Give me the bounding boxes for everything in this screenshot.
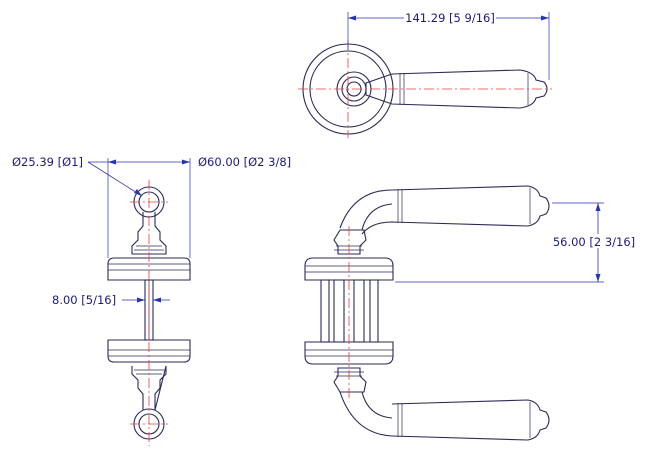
lower-neck [333, 367, 367, 393]
upper-lever-arm-inner [361, 203, 393, 231]
dimension-thickness: 8.00 [5/16] [52, 293, 170, 307]
lower-lever-arm-outer [339, 391, 393, 437]
top-view [298, 40, 552, 138]
dimension-label-height: 56.00 [2 3/16] [553, 235, 635, 249]
dimension-height: 56.00 [2 3/16] [395, 202, 635, 283]
dimension-label-small-diameter: Ø25.39 [Ø1] [12, 155, 83, 169]
dimension-label-thickness: 8.00 [5/16] [52, 293, 116, 307]
dimension-label-width: 141.29 [5 9/16] [405, 11, 495, 25]
upper-lever-details [397, 188, 531, 224]
upper-lever-arm-outer [339, 189, 393, 229]
diameter-leader [87, 161, 143, 197]
lower-lever-grip [391, 399, 550, 441]
post-right [369, 279, 379, 343]
dimension-diameters: Ø25.39 [Ø1] Ø60.00 [Ø2 3/8] [12, 155, 291, 258]
post-mid-left [333, 279, 345, 343]
dimension-label-large-diameter: Ø60.00 [Ø2 3/8] [198, 155, 291, 169]
dimension-width-top: 141.29 [5 9/16] [347, 10, 550, 80]
lower-rose [304, 341, 394, 365]
upper-neck [333, 229, 367, 255]
front-view [304, 185, 550, 441]
post-left [320, 279, 330, 343]
lower-lever-details [397, 402, 531, 438]
upper-lever-grip [361, 185, 550, 235]
side-view [107, 180, 191, 446]
lower-lever-arm-inner [361, 391, 393, 419]
post-mid-right [353, 279, 365, 343]
top-lever-outline [365, 69, 548, 109]
bottom-rose-plate [107, 339, 191, 363]
bottom-neck [131, 365, 167, 411]
